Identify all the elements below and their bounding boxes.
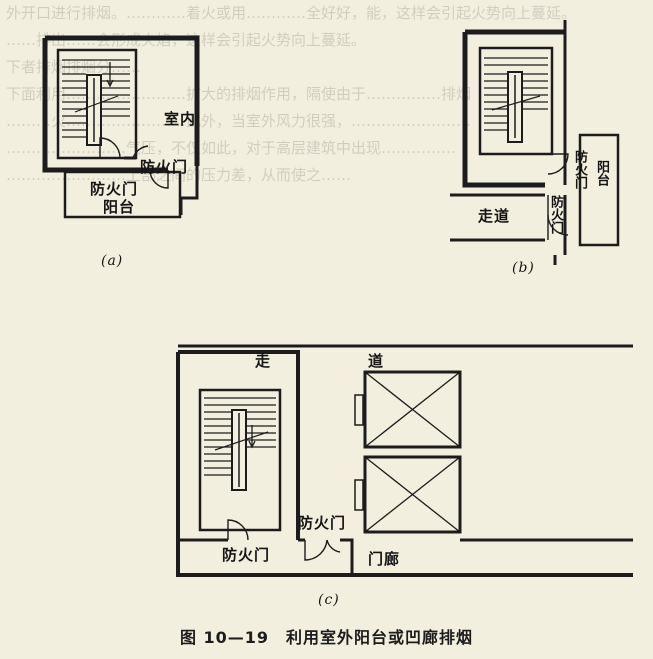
label-c-vestibule: 门廊 [368, 550, 401, 568]
figure-caption: 图 10—19 利用室外阳台或凹廊排烟 [179, 628, 474, 647]
label-c-caption: (c) [318, 592, 340, 608]
label-a-caption: (a) [101, 253, 124, 269]
plan-a [42, 35, 200, 219]
label-a-balcony: 阳台 [103, 198, 136, 216]
label-a-indoor: 室内 [164, 110, 197, 128]
label-c-corridor-left: 走 [255, 352, 272, 370]
label-b-firedoor-upper: 防火门 [572, 150, 587, 189]
label-b-caption: (b) [512, 260, 535, 276]
label-c-firedoor-right: 防火门 [298, 514, 347, 532]
plan-b [450, 20, 620, 265]
plan-c [176, 344, 633, 577]
label-c-corridor-right: 道 [368, 352, 385, 370]
label-c-firedoor-left: 防火门 [222, 546, 271, 564]
label-b-corridor: 走道 [478, 207, 511, 225]
label-a-firedoor-left: 防火门 [90, 180, 139, 198]
label-b-balcony: 阳台 [594, 160, 609, 186]
label-a-firedoor-right: 防火门 [140, 158, 189, 176]
label-b-firedoor-lower: 防火门 [548, 195, 563, 234]
